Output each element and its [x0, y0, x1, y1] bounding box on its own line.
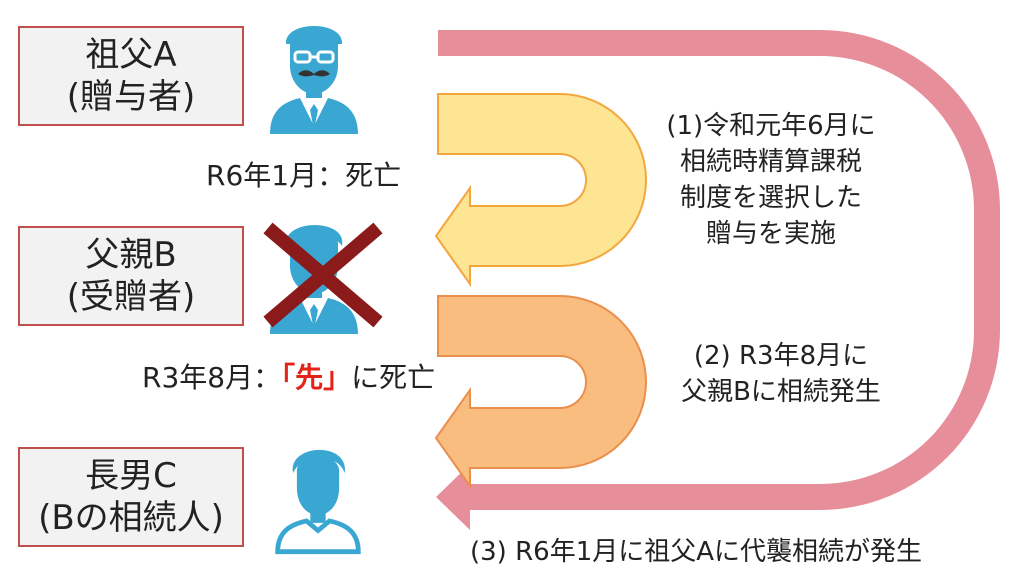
step1-text: (1)令和元年6月に 相続時精算課税 制度を選択した 贈与を実施 — [640, 108, 902, 252]
step1-line: (1)令和元年6月に — [666, 111, 876, 141]
step2-line: (2) R3年8月に — [693, 341, 869, 371]
arrow-grandfather-to-father — [434, 93, 647, 288]
father-name: 父親B — [85, 235, 177, 275]
step1-line: 制度を選択した — [679, 183, 862, 213]
step1-line: 贈与を実施 — [705, 219, 836, 249]
step2-line: 父親Bに相続発生 — [681, 377, 881, 407]
cross-mark-icon — [263, 222, 383, 328]
man-with-mustache-glasses-icon — [270, 26, 358, 134]
grandfather-name: 祖父A — [85, 35, 177, 75]
step3-text: (3) R6年1月に祖父Aに代襲相続が発生 — [470, 537, 923, 567]
step1-line: 相続時精算課税 — [679, 147, 862, 177]
arrow-father-to-son — [434, 295, 647, 490]
person-box-grandfather: 祖父A (贈与者) — [18, 26, 244, 126]
grandfather-death-note: R6年1月：死亡 — [206, 159, 402, 192]
arrow-grandfather-to-son — [436, 30, 1000, 530]
father-role: (受贈者) — [66, 277, 196, 317]
person-box-son: 長男C (Bの相続人) — [18, 447, 244, 547]
father-death-date: R3年8月： — [142, 361, 282, 394]
father-death-note: R3年8月：「先」に死亡 — [142, 356, 435, 396]
son-name: 長男C — [85, 456, 177, 496]
person-box-father: 父親B (受贈者) — [18, 226, 244, 326]
father-death-suffix: に死亡 — [351, 361, 436, 394]
son-role: (Bの相続人) — [38, 498, 224, 538]
step2-text: (2) R3年8月に 父親Bに相続発生 — [650, 338, 912, 410]
grandfather-role: (贈与者) — [66, 77, 196, 117]
young-man-icon — [275, 449, 361, 555]
first-emphasis: 「先」 — [281, 361, 352, 394]
